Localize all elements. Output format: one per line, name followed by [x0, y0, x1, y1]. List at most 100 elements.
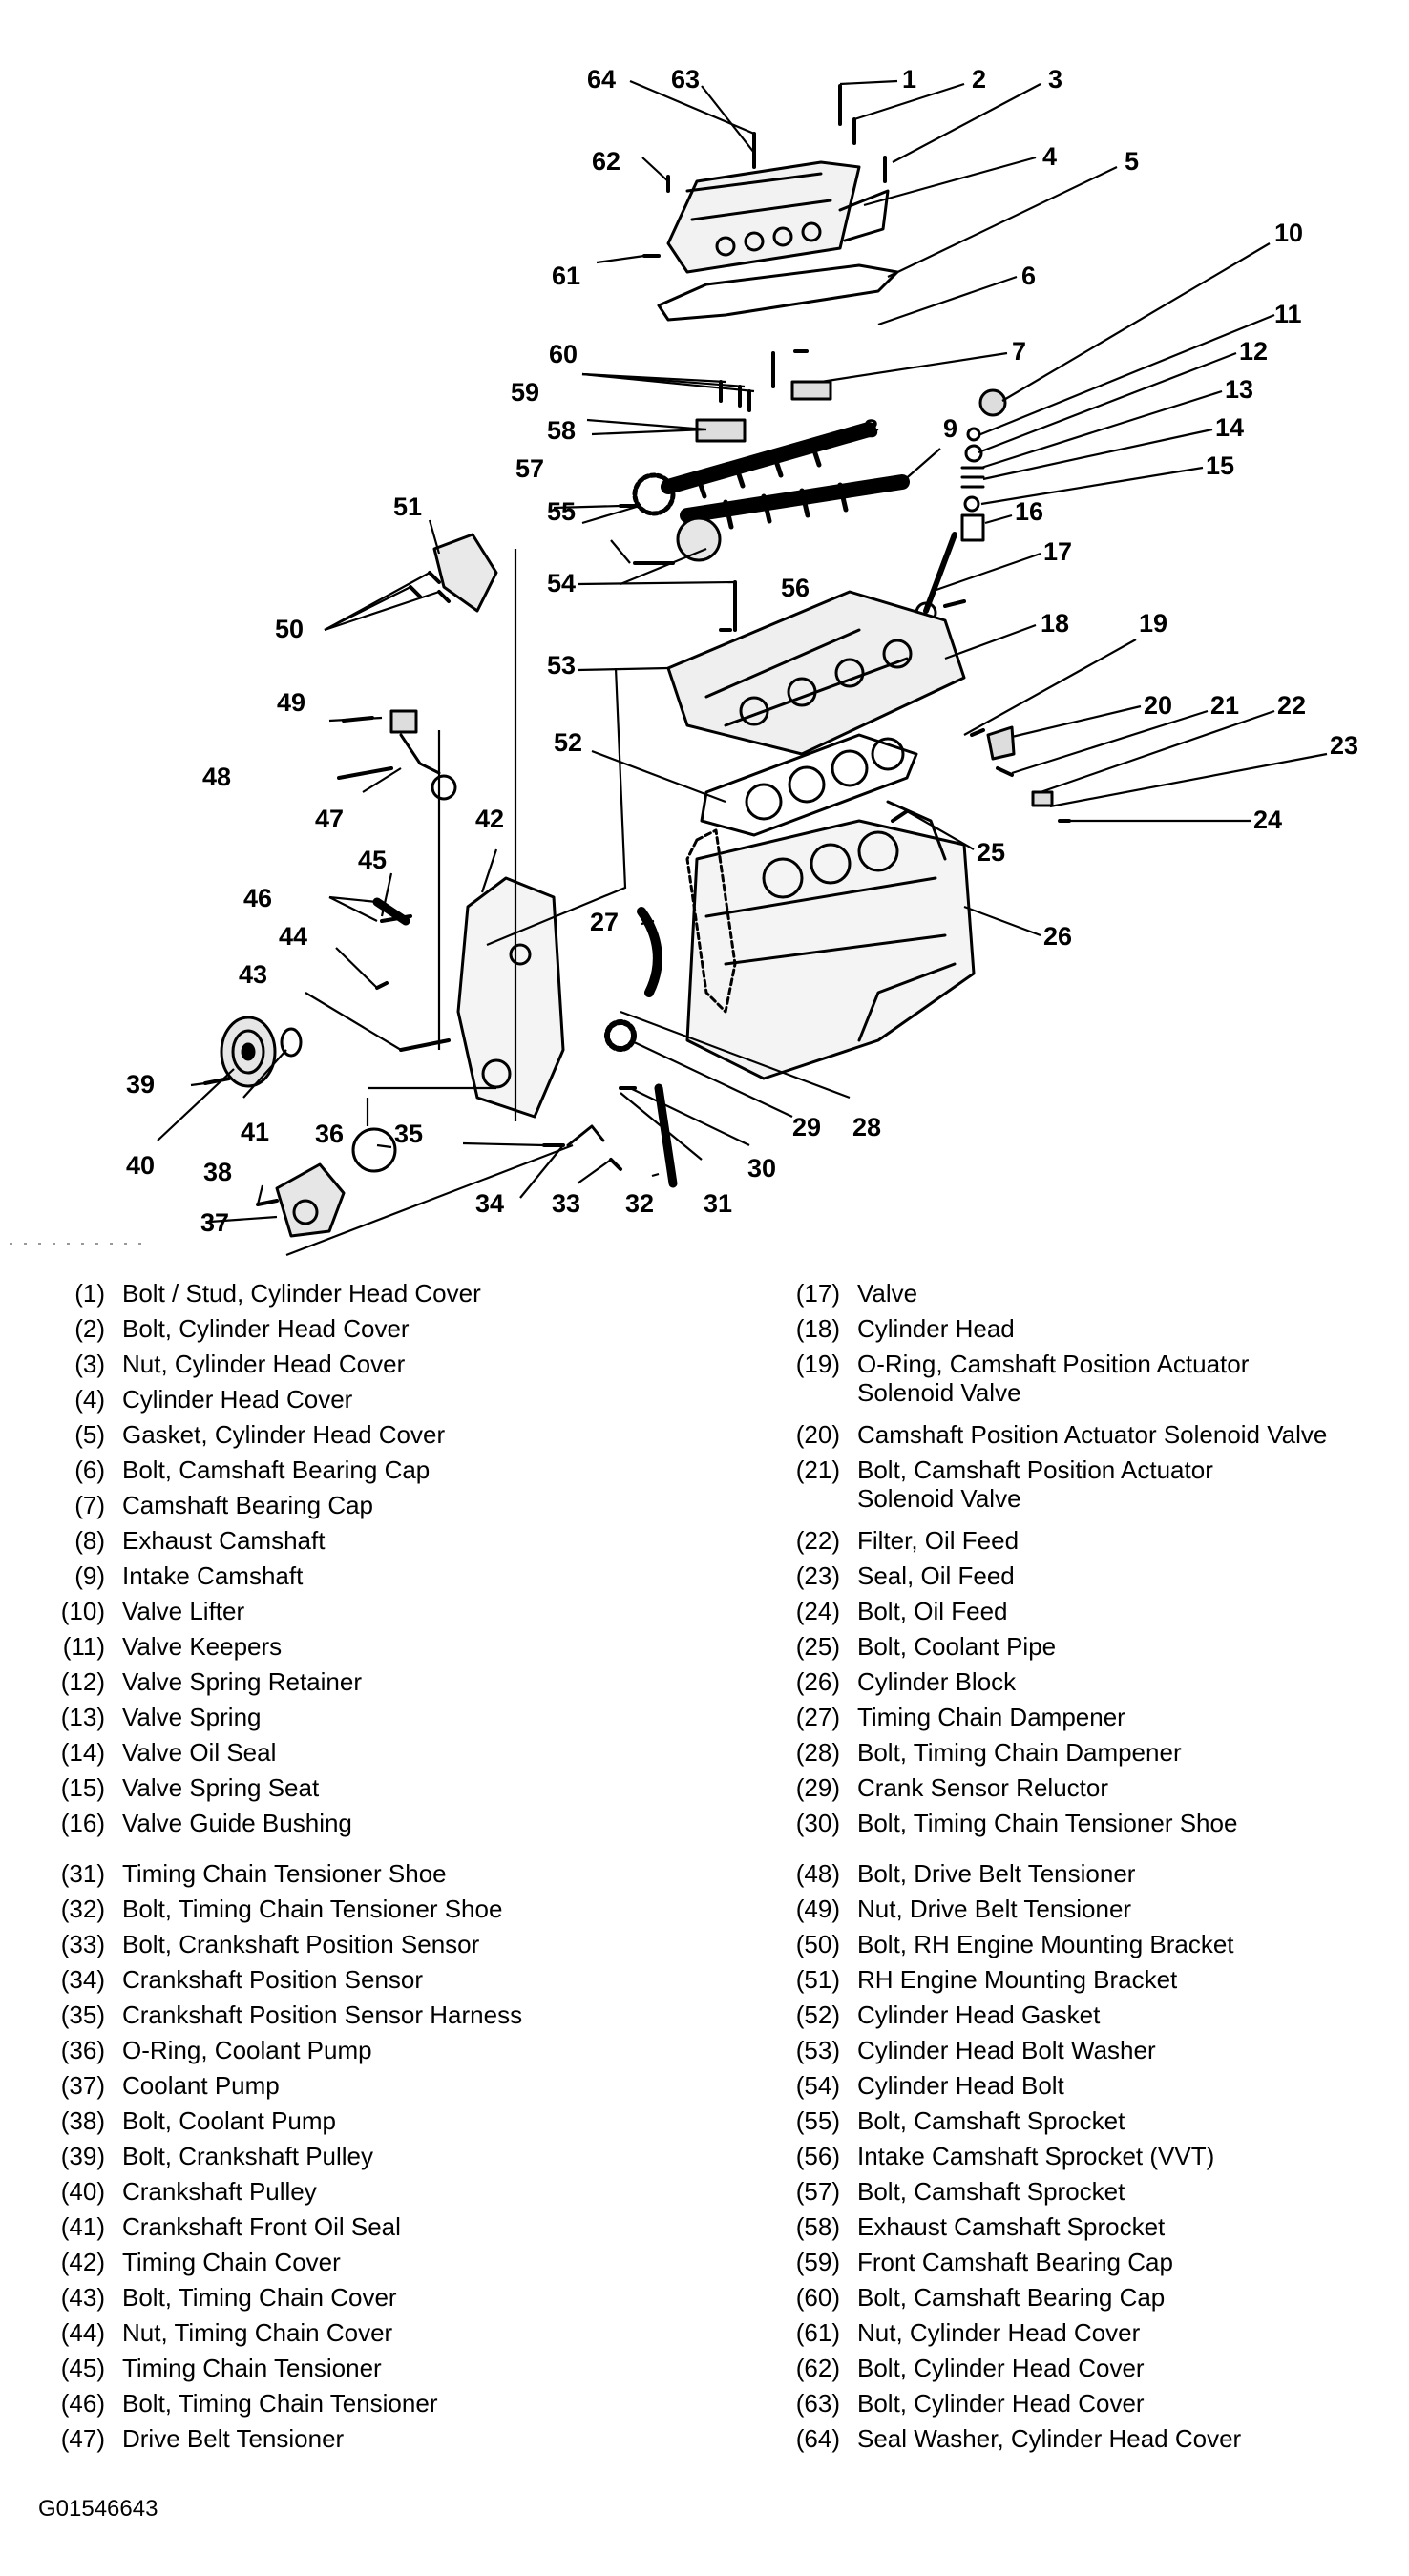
callout-4: 4 [1042, 142, 1057, 171]
legend-number: (61) [795, 2318, 840, 2347]
legend-text: Bolt, Camshaft Position Actuator Solenoi… [857, 1456, 1213, 1513]
callout-27: 27 [590, 908, 619, 936]
crank-sensor-part [566, 1124, 605, 1147]
callout-31: 31 [704, 1189, 732, 1218]
legend-number: (30) [795, 1809, 840, 1837]
legend-text: Valve Spring Seat [122, 1773, 320, 1802]
legend-number: (58) [795, 2212, 840, 2241]
callout-16: 16 [1015, 497, 1043, 526]
legend-text: Bolt, Coolant Pipe [857, 1632, 1057, 1661]
legend-number: (32) [60, 1895, 105, 1923]
callout-6: 6 [1021, 262, 1036, 290]
legend-number: (49) [795, 1895, 840, 1923]
callout-8: 8 [864, 414, 878, 443]
legend-text: Exhaust Camshaft [122, 1526, 326, 1555]
callout-18: 18 [1041, 609, 1069, 638]
legend-text: Bolt, Camshaft Bearing Cap [857, 2283, 1166, 2312]
callout-24: 24 [1253, 806, 1282, 834]
legend-number: (52) [795, 2000, 840, 2029]
solenoid-valve-part [986, 725, 1016, 761]
legend-text: Gasket, Cylinder Head Cover [122, 1420, 446, 1449]
legend-number: (51) [795, 1965, 840, 1994]
parts-legend: (1)Bolt / Stud, Cylinder Head Cover(2)Bo… [0, 1279, 1409, 2482]
legend-number: (6) [74, 1456, 105, 1484]
callout-44: 44 [279, 922, 307, 951]
crankshaft-pulley-part [220, 1016, 303, 1088]
legend-text: Bolt, Camshaft Sprocket [857, 2177, 1125, 2206]
legend-text: Cylinder Head Cover [122, 1385, 353, 1414]
callout-62: 62 [592, 147, 620, 176]
legend-number: (4) [74, 1385, 105, 1414]
legend-text: Valve Keepers [122, 1632, 283, 1661]
legend-number: (36) [60, 2036, 105, 2064]
legend-number: (20) [795, 1420, 840, 1449]
legend-text: Valve Spring [122, 1703, 262, 1731]
legend-number: (60) [795, 2283, 840, 2312]
legend-text: Bolt, Coolant Pump [122, 2106, 337, 2135]
callout-47: 47 [315, 805, 344, 833]
legend-number: (44) [60, 2318, 105, 2347]
valve-train-part [915, 388, 1007, 624]
callout-25: 25 [977, 838, 1005, 867]
legend-number: (29) [795, 1773, 840, 1802]
legend-number: (17) [795, 1279, 840, 1308]
intake-sprocket-part [676, 516, 722, 562]
legend-number: (56) [795, 2142, 840, 2170]
legend-number: (39) [60, 2142, 105, 2170]
legend-number: (38) [60, 2106, 105, 2135]
legend-text: Bolt, Timing Chain Dampener [857, 1738, 1182, 1767]
callout-33: 33 [552, 1189, 580, 1218]
callout-19: 19 [1139, 609, 1167, 638]
callout-15: 15 [1206, 451, 1234, 480]
legend-number: (19) [795, 1350, 840, 1378]
legend-text: Bolt, Cylinder Head Cover [122, 1314, 410, 1343]
legend-number: (13) [60, 1703, 105, 1731]
callout-29: 29 [792, 1113, 821, 1141]
callout-26: 26 [1043, 922, 1072, 951]
callout-45: 45 [358, 846, 387, 874]
callout-37: 37 [200, 1208, 229, 1237]
oil-feed-filter-part [1031, 790, 1054, 807]
callout-21: 21 [1210, 691, 1239, 720]
legend-text: Bolt, Timing Chain Cover [122, 2283, 397, 2312]
legend-text: Intake Camshaft Sprocket (VVT) [857, 2142, 1215, 2170]
legend-text: Valve Lifter [122, 1597, 245, 1625]
head-gasket-part [700, 733, 918, 837]
callout-35: 35 [394, 1120, 423, 1148]
legend-number: (59) [795, 2248, 840, 2276]
legend-number: (46) [60, 2389, 105, 2418]
legend-number: (43) [60, 2283, 105, 2312]
callout-11: 11 [1274, 300, 1302, 328]
legend-text: Nut, Drive Belt Tensioner [857, 1895, 1132, 1923]
legend-text: Crankshaft Position Sensor Harness [122, 2000, 523, 2029]
legend-text: Cylinder Head [857, 1314, 1015, 1343]
callout-9: 9 [943, 414, 957, 443]
callout-38: 38 [203, 1158, 232, 1186]
coolant-pump-part [275, 1127, 397, 1238]
legend-number: (42) [60, 2248, 105, 2276]
callout-56: 56 [781, 574, 810, 602]
legend-number: (54) [795, 2071, 840, 2100]
legend-text: O-Ring, Camshaft Position Actuator Solen… [857, 1350, 1250, 1407]
legend-number: (55) [795, 2106, 840, 2135]
callout-52: 52 [554, 728, 582, 757]
callout-41: 41 [241, 1118, 269, 1146]
callout-43: 43 [239, 960, 267, 989]
callout-61: 61 [552, 262, 580, 290]
exhaust-sprocket-part [632, 472, 676, 516]
callout-3: 3 [1048, 65, 1062, 94]
legend-text: Exhaust Camshaft Sprocket [857, 2212, 1166, 2241]
legend-text: Front Camshaft Bearing Cap [857, 2248, 1173, 2276]
legend-text: Camshaft Position Actuator Solenoid Valv… [857, 1420, 1328, 1449]
legend-text: Bolt, Cylinder Head Cover [857, 2354, 1145, 2382]
legend-number: (35) [60, 2000, 105, 2029]
legend-text: Valve Guide Bushing [122, 1809, 352, 1837]
legend-number: (12) [60, 1667, 105, 1696]
callout-34: 34 [475, 1189, 504, 1218]
legend-number: (48) [795, 1859, 840, 1888]
legend-text: Timing Chain Dampener [857, 1703, 1125, 1731]
callout-40: 40 [126, 1151, 155, 1180]
coolant-pipe-part [886, 800, 947, 861]
callout-42: 42 [475, 805, 504, 833]
legend-number: (5) [74, 1420, 105, 1449]
